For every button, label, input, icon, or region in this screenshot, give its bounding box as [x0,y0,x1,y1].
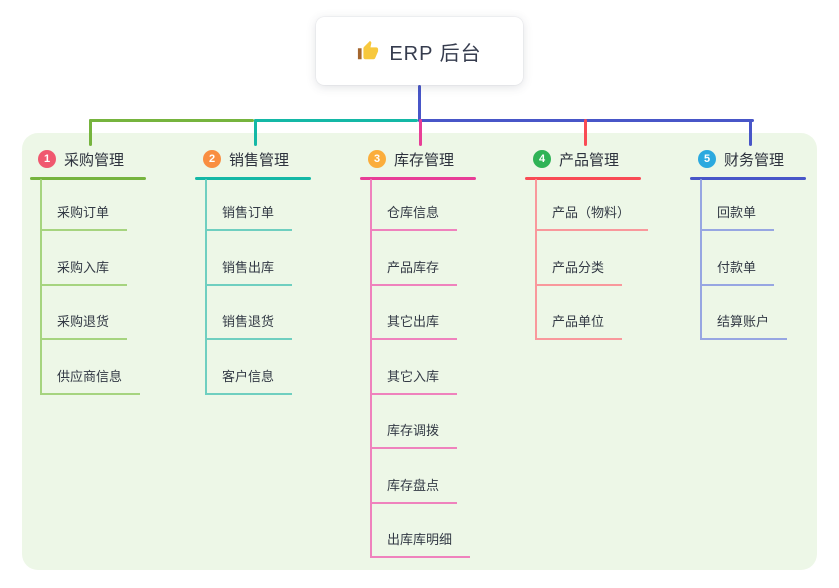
child-node[interactable]: 销售订单 [205,204,293,231]
branch-badge: 1 [38,150,56,168]
child-node[interactable]: 出库库明细 [370,531,471,558]
child-node[interactable]: 采购入库 [40,259,128,286]
child-label: 销售退货 [222,314,275,329]
child-label: 销售订单 [222,205,275,220]
child-label: 其它出库 [387,314,440,329]
child-label: 销售出库 [222,260,275,275]
child-node[interactable]: 产品分类 [535,259,623,286]
child-node[interactable]: 产品单位 [535,313,623,340]
child-label: 产品单位 [552,314,605,329]
branch-node[interactable]: 5 财务管理 [698,149,784,169]
child-label: 付款单 [717,260,757,275]
child-label: 仓库信息 [387,205,440,220]
child-node[interactable]: 回款单 [700,204,775,231]
branch-child-line [535,179,537,340]
branch-underline [360,177,476,180]
child-node[interactable]: 采购退货 [40,313,128,340]
branch-badge: 5 [698,150,716,168]
branch-label: 销售管理 [229,151,290,169]
branch-underline [525,177,641,180]
thumbs-up-icon [357,40,379,62]
branch-node[interactable]: 2 销售管理 [203,149,289,169]
content-panel [22,133,817,570]
child-label: 库存盘点 [387,478,440,493]
branch-badge: 4 [533,150,551,168]
branch-child-line [40,179,42,395]
branch-underline [195,177,311,180]
branch-node[interactable]: 1 采购管理 [38,149,124,169]
child-label: 回款单 [717,205,757,220]
child-node[interactable]: 仓库信息 [370,204,458,231]
child-label: 采购入库 [57,260,110,275]
child-label: 采购订单 [57,205,110,220]
branch-node[interactable]: 3 库存管理 [368,149,454,169]
child-label: 产品库存 [387,260,440,275]
branch-label: 库存管理 [394,151,455,169]
child-label: 产品（物料） [552,205,631,220]
branch-child-line [700,179,702,340]
bus-segment [89,119,254,122]
branch-child-line [205,179,207,395]
branch-child-line [370,179,372,558]
child-label: 产品分类 [552,260,605,275]
child-label: 客户信息 [222,369,275,384]
branch-label: 产品管理 [559,151,620,169]
branch-node[interactable]: 4 产品管理 [533,149,619,169]
child-node[interactable]: 付款单 [700,259,775,286]
branch-underline [30,177,146,180]
child-node[interactable]: 供应商信息 [40,368,141,395]
child-label: 结算账户 [717,314,770,329]
child-label: 出库库明细 [387,532,453,547]
child-node[interactable]: 库存盘点 [370,477,458,504]
branch-badge: 3 [368,150,386,168]
child-node[interactable]: 结算账户 [700,313,788,340]
child-node[interactable]: 其它入库 [370,368,458,395]
child-label: 库存调拨 [387,423,440,438]
child-label: 供应商信息 [57,369,123,384]
child-node[interactable]: 其它出库 [370,313,458,340]
branch-badge: 2 [203,150,221,168]
branch-label: 财务管理 [724,151,785,169]
child-node[interactable]: 采购订单 [40,204,128,231]
root-node[interactable]: ERP 后台 [316,17,523,85]
branch-underline [690,177,806,180]
branch-drop-line [89,119,92,146]
root-label: ERP 后台 [389,42,482,65]
child-node[interactable]: 销售出库 [205,259,293,286]
child-label: 采购退货 [57,314,110,329]
branch-label: 采购管理 [64,151,125,169]
child-node[interactable]: 销售退货 [205,313,293,340]
branch-drop-line [419,119,422,146]
root-stem-line [418,85,421,122]
child-node[interactable]: 产品（物料） [535,204,649,231]
child-node[interactable]: 产品库存 [370,259,458,286]
branch-drop-line [749,119,752,146]
branch-drop-line [254,119,257,146]
child-node[interactable]: 客户信息 [205,368,293,395]
branch-drop-line [584,119,587,146]
child-label: 其它入库 [387,369,440,384]
bus-segment [254,119,418,122]
child-node[interactable]: 库存调拨 [370,422,458,449]
